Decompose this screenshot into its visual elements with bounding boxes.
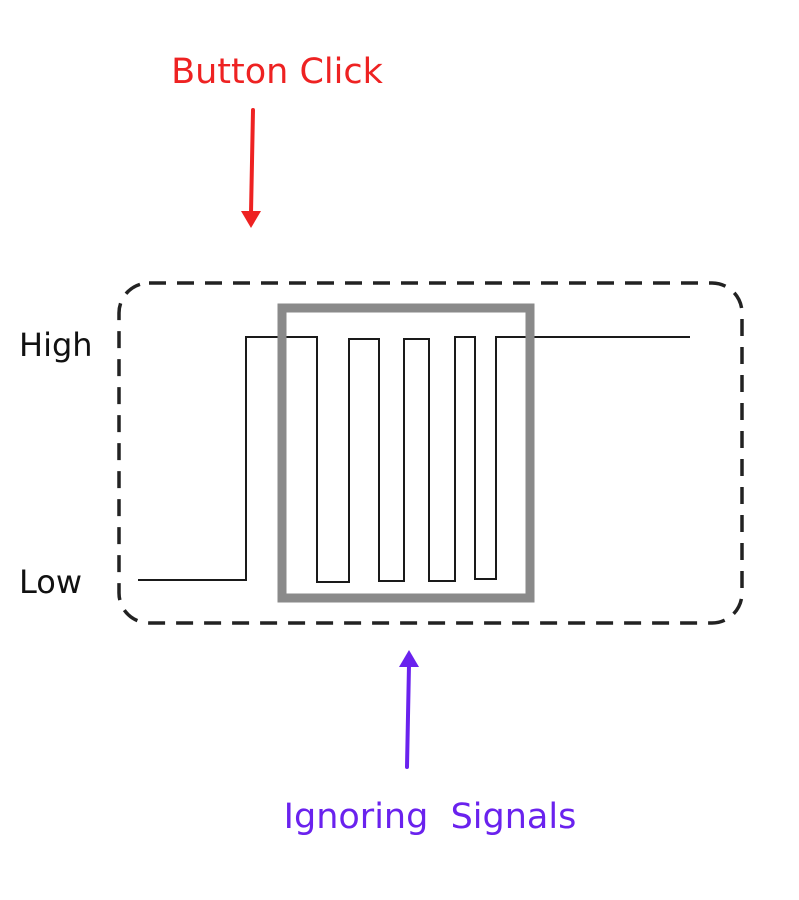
debounce-window-box	[277, 303, 535, 603]
signal-waveform	[138, 336, 690, 583]
high-level-label: High	[19, 326, 93, 364]
button-click-label: Button Click	[171, 52, 383, 92]
signal-frame	[117, 281, 744, 625]
ignoring-signals-arrow-icon	[399, 650, 419, 769]
low-level-label: Low	[19, 563, 82, 601]
button-click-arrow-icon	[241, 108, 261, 228]
ignoring-signals-label: Ignoring Signals	[284, 797, 577, 837]
